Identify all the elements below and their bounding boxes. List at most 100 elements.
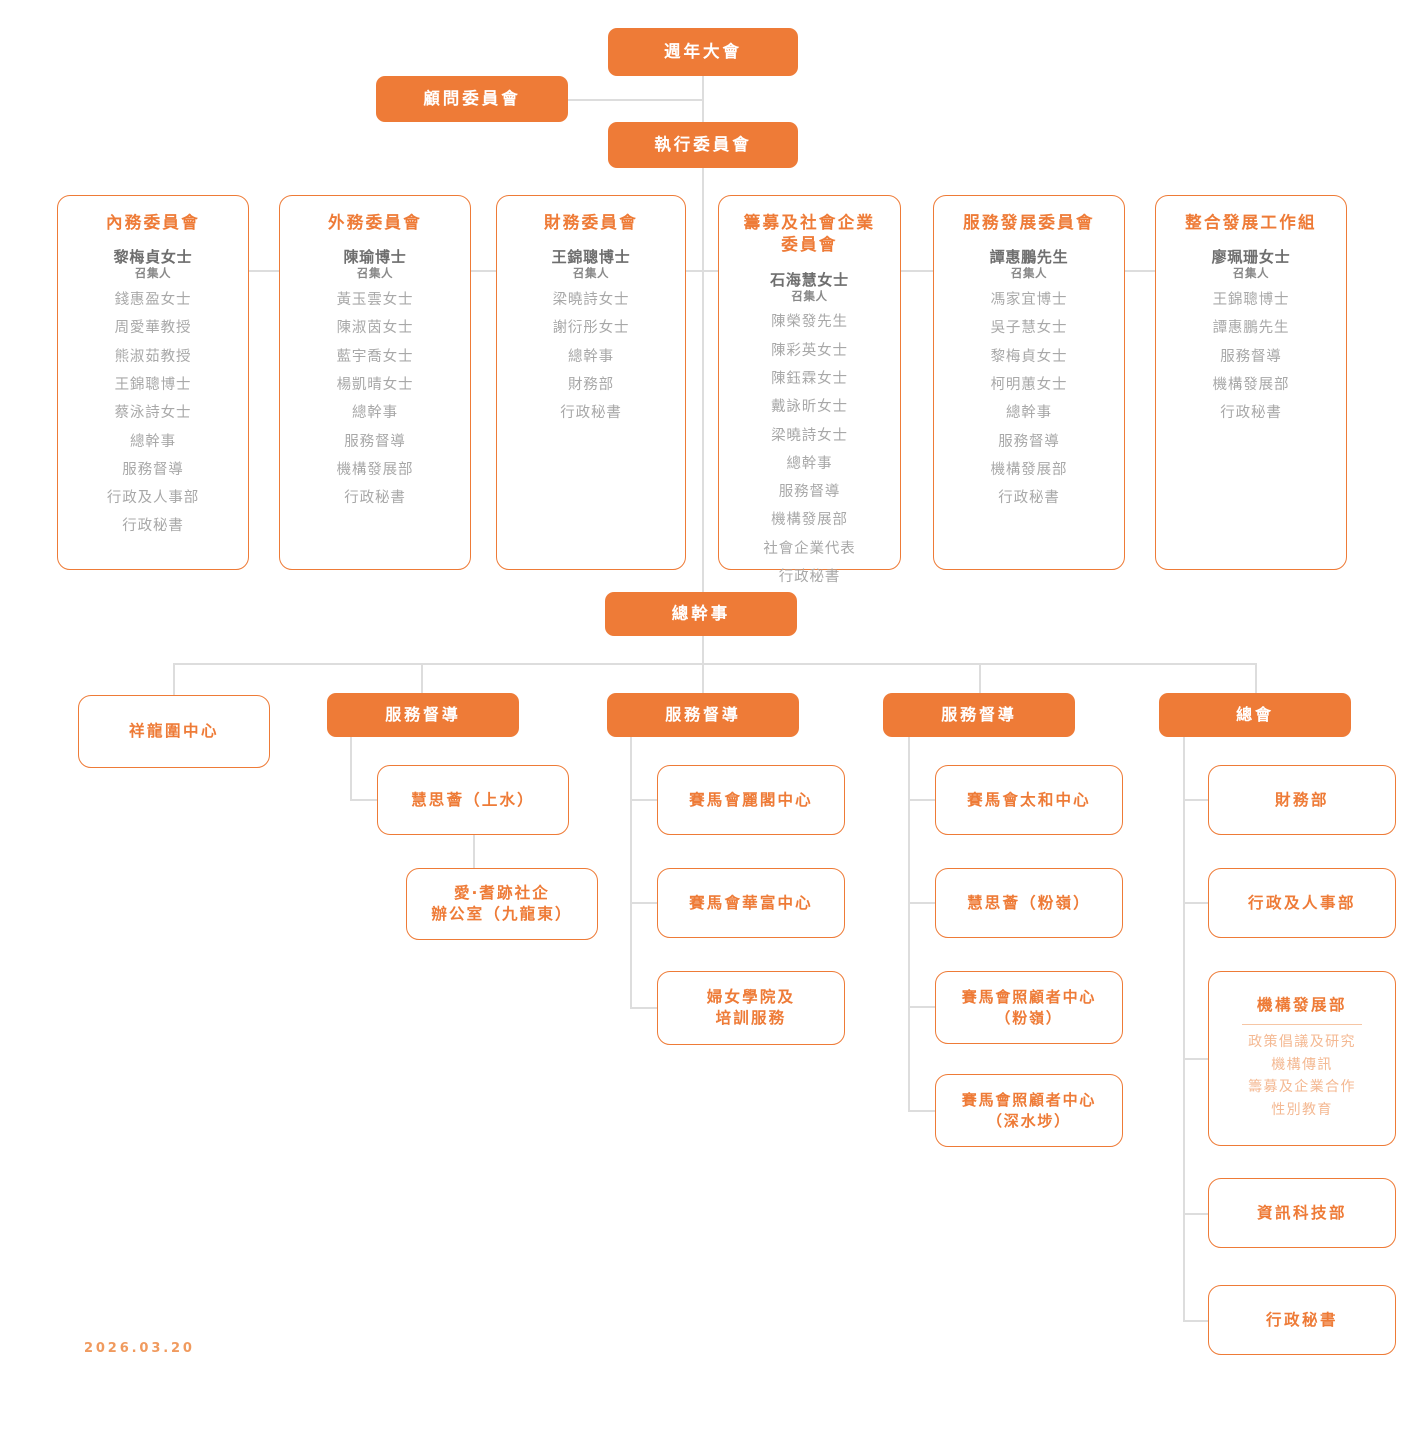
committee-convener-role: 召集人 [134,266,172,281]
node-institutional-development-department[interactable]: 機構發展部 政策倡議及研究 機構傳訊 籌募及企業合作 性別教育 [1208,971,1396,1146]
committee-convener-role: 召集人 [572,266,610,281]
connector-b3-child-1 [630,799,658,801]
dept-sub-items: 政策倡議及研究 機構傳訊 籌募及企業合作 性別教育 [1248,1033,1356,1118]
committee-title: 籌募及社會企業 委員會 [743,213,876,255]
connector-b4-child-3 [908,1006,936,1008]
committee-member: 服務督導 [998,433,1060,450]
node-cheung-lung-wai-centre[interactable]: 祥龍圍中心 [78,695,270,768]
connector-b4-child-2 [908,902,936,904]
committee-member: 行政及人事部 [106,490,200,507]
committee-convener-name: 石海慧女士 [770,270,849,289]
node-label: 行政秘書 [1266,1310,1338,1329]
node-women-academy-training-services[interactable]: 婦女學院及 培訓服務 [657,971,845,1045]
connector-bus-drop-4 [979,663,981,693]
committee-member: 黃玉雲女士 [336,292,414,309]
connector-committee-link-2 [471,270,496,272]
committee-member: 總幹事 [1005,405,1053,422]
node-advisory-committee[interactable]: 顧問委員會 [376,76,568,122]
connector-bus-drop-2 [421,663,423,693]
node-label: 服務督導 [665,705,741,725]
connector-advisory-to-trunk [568,99,704,101]
committee-member: 行政秘書 [998,490,1060,507]
connector-b5-child-5 [1183,1320,1211,1322]
committee-member: 總幹事 [786,455,833,472]
committee-convener-role: 召集人 [1232,266,1270,281]
committee-convener-name: 譚惠鵬先生 [989,248,1069,267]
committee-member: 陳榮發先生 [771,314,848,331]
node-jockey-club-tai-wo-centre[interactable]: 賽馬會太和中心 [935,765,1123,835]
date-stamp: 2026.03.20 [84,1341,195,1356]
committee-member: 王錦聰博士 [114,377,192,393]
node-label: 週年大會 [664,41,742,61]
node-label: 愛‧耆跡社企 辦公室（九龍東） [431,884,573,923]
committee-member: 社會企業代表 [763,540,856,557]
node-administrative-secretary[interactable]: 行政秘書 [1208,1285,1396,1355]
node-annual-meeting[interactable]: 週年大會 [608,28,798,76]
connector-gs-down [702,636,704,663]
node-general-secretary[interactable]: 總幹事 [605,592,797,636]
committee-convener-name: 黎梅貞女士 [113,248,193,267]
committee-member: 馮家宜博士 [990,292,1068,309]
committee-card-integrated-development-workgroup[interactable]: 整合發展工作組 廖珮珊女士 召集人 王錦聰博士 譚惠鵬先生 服務督導 機構發展部… [1155,195,1347,570]
node-label: 慧思薈（上水） [411,790,535,809]
node-head-office[interactable]: 總會 [1159,693,1351,737]
connector-bus-drop-3 [702,663,704,693]
connector-b2-child-2-spine [473,835,475,868]
connector-b2-spine [350,737,352,800]
node-wisdom-house-sheung-shui[interactable]: 慧思薈（上水） [377,765,569,835]
committee-card-internal-affairs[interactable]: 內務委員會 黎梅貞女士 召集人 錢惠盈女士 周愛華教授 熊淑茹教授 王錦聰博士 … [57,195,249,570]
committee-title: 外務委員會 [327,213,423,232]
node-it-department[interactable]: 資訊科技部 [1208,1178,1396,1248]
committee-title: 服務發展委員會 [963,213,1095,232]
committee-title: 財務委員會 [543,213,639,232]
connector-b4-child-1 [908,799,936,801]
committee-convener-name: 廖珮珊女士 [1211,248,1291,267]
committee-member: 楊凱晴女士 [336,377,414,393]
node-executive-committee[interactable]: 執行委員會 [608,122,798,168]
node-jockey-club-carer-centre-fanling[interactable]: 賽馬會照顧者中心 （粉嶺） [935,971,1123,1044]
committee-member: 蔡泳詩女士 [114,405,192,422]
node-jockey-club-wah-fu-centre[interactable]: 賽馬會華富中心 [657,868,845,938]
node-label: 賽馬會華富中心 [689,893,813,912]
committee-member: 機構發展部 [771,512,848,529]
node-label: 執行委員會 [654,134,752,154]
committee-member: 服務督導 [344,433,406,450]
committee-member: 周愛華教授 [114,320,192,337]
connector-branch-bus [173,663,1257,665]
committee-card-service-development[interactable]: 服務發展委員會 譚惠鵬先生 召集人 馮家宜博士 吳子慧女士 黎梅貞女士 柯明蕙女… [933,195,1125,570]
node-finance-department[interactable]: 財務部 [1208,765,1396,835]
committee-member: 總幹事 [129,433,177,450]
committee-member: 總幹事 [351,405,399,422]
node-jockey-club-lai-kok-centre[interactable]: 賽馬會麗閣中心 [657,765,845,835]
committee-member: 財務部 [567,377,615,393]
committee-member: 錢惠盈女士 [114,292,192,309]
committee-member: 吳子慧女士 [990,320,1068,337]
committee-member: 熊淑茹教授 [114,348,192,365]
node-service-supervisor-1[interactable]: 服務督導 [327,693,519,737]
node-love-elderly-social-enterprise-office[interactable]: 愛‧耆跡社企 辦公室（九龍東） [406,868,598,940]
connector-b5-spine [1183,737,1185,1322]
committee-member: 服務督導 [122,461,184,478]
node-service-supervisor-2[interactable]: 服務督導 [607,693,799,737]
committee-member: 藍宇喬女士 [336,348,414,365]
committee-member: 陳彩英女士 [771,342,848,359]
node-wisdom-house-fanling[interactable]: 慧思薈（粉嶺） [935,868,1123,938]
committee-card-finance[interactable]: 財務委員會 王錦聰博士 召集人 梁曉詩女士 謝衍彤女士 總幹事 財務部 行政秘書 [496,195,686,570]
committee-member: 行政秘書 [122,518,184,535]
connector-b5-child-3 [1183,1058,1211,1060]
committee-member: 謝衍彤女士 [552,320,630,337]
committee-card-external-affairs[interactable]: 外務委員會 陳瑜博士 召集人 黃玉雲女士 陳淑茵女士 藍宇喬女士 楊凱晴女士 總… [279,195,471,570]
dept-divider [1242,1023,1362,1025]
committee-member: 行政秘書 [778,568,841,585]
committee-title: 整合發展工作組 [1185,213,1317,232]
node-service-supervisor-3[interactable]: 服務督導 [883,693,1075,737]
committee-card-fundraising-social-enterprise[interactable]: 籌募及社會企業 委員會 石海慧女士 召集人 陳榮發先生 陳彩英女士 陳鈺霖女士 … [718,195,901,585]
node-admin-hr-department[interactable]: 行政及人事部 [1208,868,1396,938]
node-jockey-club-carer-centre-sham-shui-po[interactable]: 賽馬會照顧者中心 （深水埗） [935,1074,1123,1147]
committee-member: 機構發展部 [336,461,414,478]
committee-member: 行政秘書 [344,490,406,507]
committee-member: 梁曉詩女士 [771,427,848,444]
node-label: 總幹事 [671,603,731,623]
node-label: 賽馬會太和中心 [967,790,1091,809]
committee-member: 陳鈺霖女士 [771,371,848,387]
